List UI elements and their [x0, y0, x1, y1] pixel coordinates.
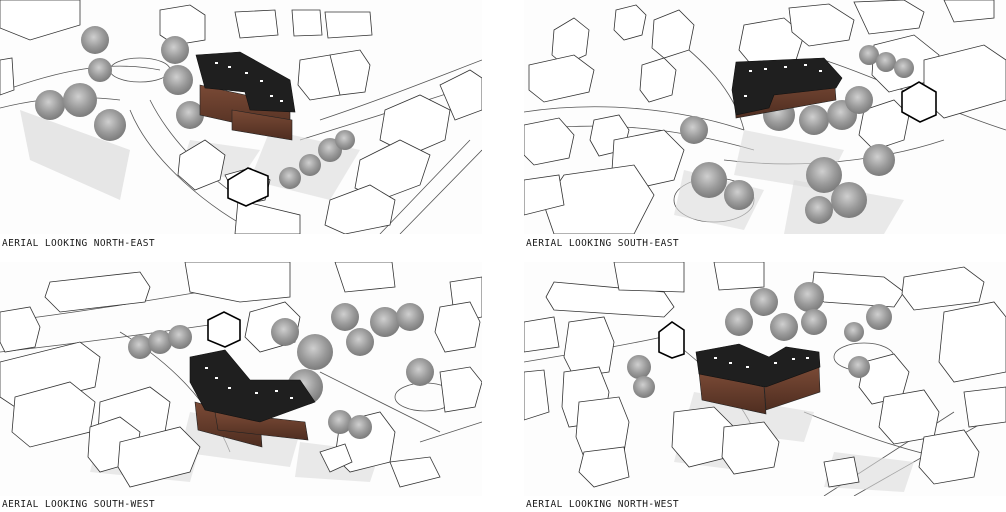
proposed-building	[195, 51, 296, 141]
proposed-building	[695, 343, 821, 415]
aerial-render-south-east	[524, 0, 1006, 234]
proposed-building	[189, 349, 316, 448]
trees	[680, 45, 914, 224]
caption-south-east: AERIAL LOOKING SOUTH-EAST	[526, 238, 679, 249]
highlighted-house	[658, 321, 685, 359]
aerial-render-south-west	[0, 262, 482, 488]
trees	[128, 303, 434, 439]
aerial-render-north-east	[0, 0, 482, 234]
trees	[35, 26, 355, 189]
context-buildings	[0, 262, 482, 488]
aerial-view-south-west	[0, 262, 482, 496]
highlighted-house	[901, 81, 937, 123]
caption-south-west: AERIAL LOOKING SOUTH-WEST	[2, 499, 155, 510]
context-buildings	[524, 262, 1006, 488]
aerial-view-south-east	[524, 0, 1006, 234]
proposed-building	[731, 57, 843, 119]
aerial-view-north-east	[0, 0, 482, 234]
highlighted-house	[227, 167, 269, 207]
aerial-render-north-west	[524, 262, 1006, 496]
caption-north-west: AERIAL LOOKING NORTH-WEST	[526, 499, 679, 510]
caption-north-east: AERIAL LOOKING NORTH-EAST	[2, 238, 155, 249]
trees	[627, 282, 892, 398]
highlighted-house	[207, 311, 241, 348]
aerial-view-north-west	[524, 262, 1006, 496]
